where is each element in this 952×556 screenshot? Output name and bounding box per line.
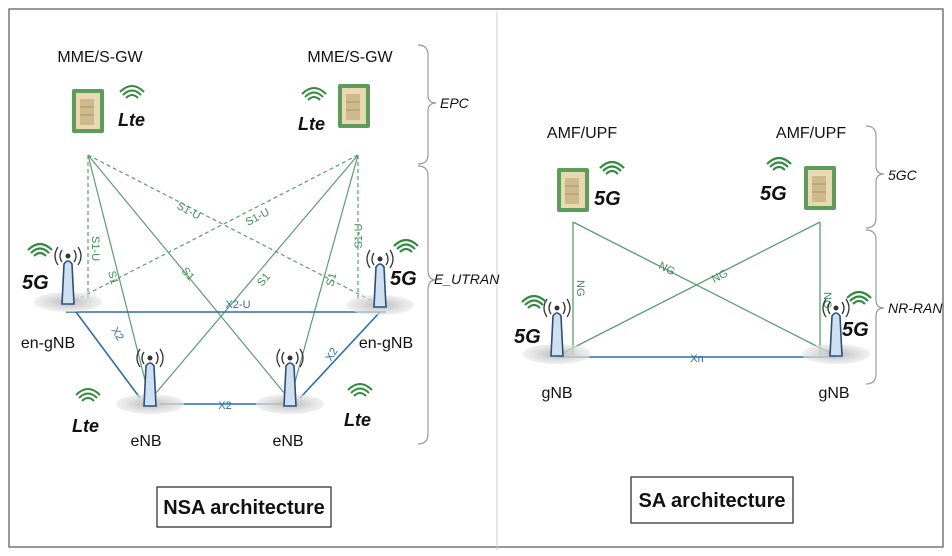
nsa-enb-right-label: eNB <box>272 433 303 450</box>
fivegc-label: 5GC <box>888 167 918 183</box>
label-ng-cross-right: NG <box>710 267 730 285</box>
sa-core-left-label: AMF/UPF <box>547 125 617 142</box>
lte-logo-icon: Lte <box>344 383 373 430</box>
label-s1u-cross-left: S1-U <box>175 200 203 222</box>
label-s1u-left: S1-U <box>89 236 101 261</box>
nsa-caption: NSA architecture <box>163 497 325 519</box>
svg-text:5G: 5G <box>514 326 541 348</box>
nsa-caption-box <box>156 486 332 528</box>
sa-core-right-label: AMF/UPF <box>776 125 846 142</box>
sa-panel: NG NG NG NG Xn AMF/UPF 5G AMF/UPF 5G 5G … <box>514 125 943 524</box>
lte-logo-icon: Lte <box>298 87 327 134</box>
label-xn: Xn <box>690 353 703 365</box>
epc-brace <box>417 44 437 165</box>
link-ng-left-to-right <box>572 221 837 357</box>
sa-gnb-left-label: gNB <box>541 385 572 402</box>
sa-caption: SA architecture <box>638 490 785 512</box>
nsa-core-right-label: MME/S-GW <box>307 49 393 66</box>
sa-gnb-right-label: gNB <box>818 385 849 402</box>
link-ng-right-to-left <box>556 221 821 357</box>
server-icon <box>556 167 590 213</box>
link-s1u-right-to-left <box>65 154 359 306</box>
antenna-icon <box>115 348 185 415</box>
svg-text:Lte: Lte <box>118 110 145 130</box>
link-s1u-left-to-right <box>87 154 381 306</box>
eutran-label: E_UTRAN <box>434 271 500 287</box>
antenna-icon <box>255 348 325 415</box>
fiveg-logo-icon: 5G <box>842 290 873 341</box>
nrran-brace <box>865 229 885 385</box>
link-x2-left <box>75 311 141 399</box>
label-s1-left: S1 <box>105 270 120 286</box>
eutran-brace <box>417 165 437 445</box>
link-x2-right <box>299 311 381 399</box>
svg-text:Lte: Lte <box>298 114 325 134</box>
svg-text:Lte: Lte <box>344 410 371 430</box>
label-x2-left: X2 <box>108 325 125 343</box>
svg-text:Lte: Lte <box>72 416 99 436</box>
svg-text:5G: 5G <box>22 272 49 294</box>
server-icon <box>71 88 105 134</box>
svg-text:5G: 5G <box>760 183 787 205</box>
nsa-core-left-label: MME/S-GW <box>57 49 143 66</box>
link-s1-core-left-enb-right <box>87 154 291 401</box>
link-s1-core-left-enb-left <box>87 154 151 401</box>
sa-caption-box <box>630 476 794 524</box>
label-s1-right: S1 <box>324 272 339 288</box>
label-x2-right: X2 <box>323 346 340 364</box>
svg-text:5G: 5G <box>594 188 621 210</box>
nsa-engnb-left-label: en-gNB <box>21 335 75 352</box>
nsa-panel: S1-U S1-U S1-U S1-U S1 S1 S1 S1 X2-U X2 … <box>21 44 500 528</box>
lte-logo-icon: Lte <box>118 85 145 130</box>
server-icon <box>337 83 371 129</box>
fiveg-logo-icon: 5G <box>390 238 420 290</box>
epc-label: EPC <box>440 95 470 111</box>
fiveg-logo-icon: 5G <box>594 160 626 210</box>
fiveg-logo-icon: 5G <box>22 242 54 294</box>
server-icon <box>803 165 837 211</box>
label-x2u: X2-U <box>225 299 250 311</box>
nrran-label: NR-RAN <box>888 300 943 316</box>
label-x2-bottom: X2 <box>218 400 231 412</box>
lte-logo-icon: Lte <box>72 388 101 436</box>
link-s1-core-right-enb-left <box>149 154 359 401</box>
fivegc-brace <box>865 125 885 229</box>
outer-frame <box>8 8 944 548</box>
svg-text:5G: 5G <box>842 319 869 341</box>
label-s1u-right: S1-U <box>353 223 365 248</box>
fiveg-logo-icon: 5G <box>760 156 793 205</box>
svg-text:5G: 5G <box>390 268 417 290</box>
nsa-engnb-right-label: en-gNB <box>359 335 413 352</box>
link-s1-core-right-enb-right <box>289 154 359 401</box>
fiveg-logo-icon: 5G <box>514 294 548 348</box>
label-s1u-cross-right: S1-U <box>244 206 272 228</box>
nsa-enb-left-label: eNB <box>130 433 161 450</box>
label-ng-cross-left: NG <box>657 260 677 278</box>
label-ng-left: NG <box>574 280 586 297</box>
